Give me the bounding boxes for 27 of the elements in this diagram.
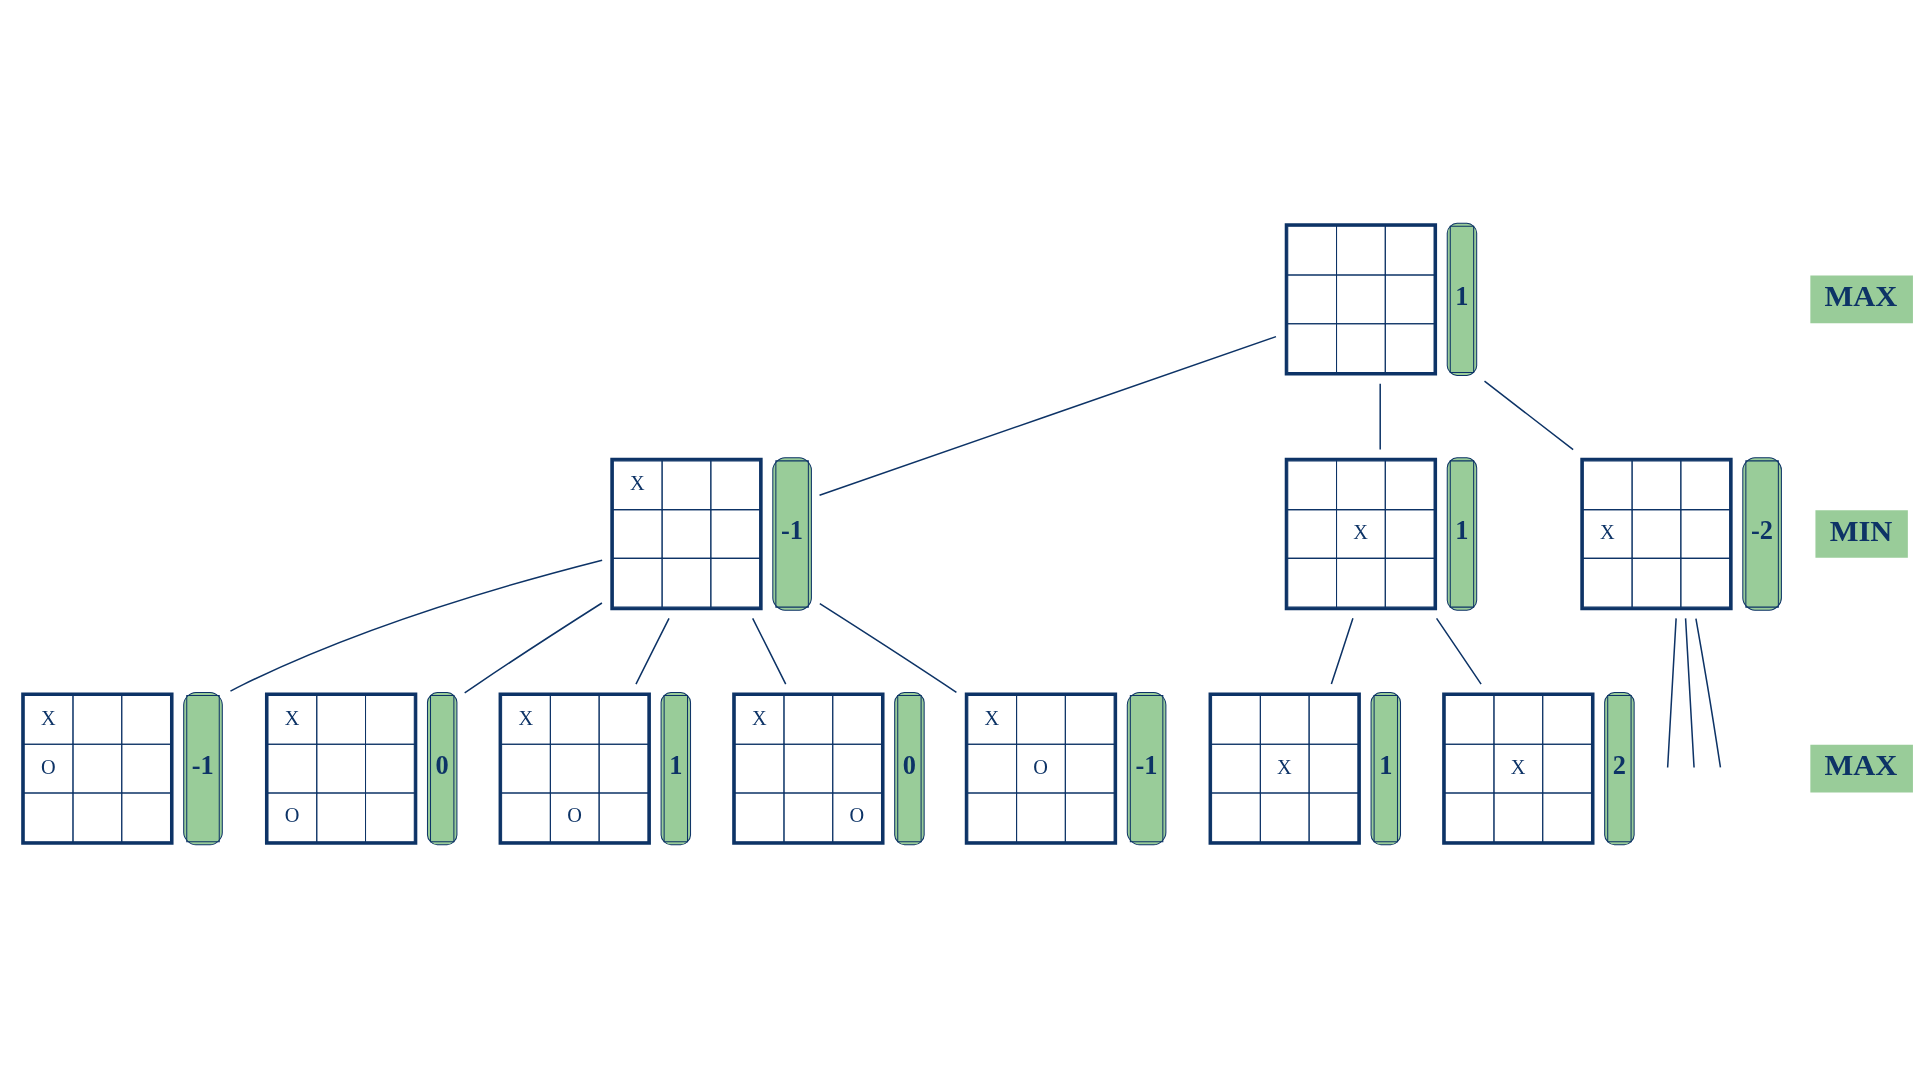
node-label: 2 bbox=[1612, 749, 1626, 780]
node-label: 1 bbox=[1454, 280, 1469, 311]
connector bbox=[751, 617, 786, 685]
connector bbox=[1330, 617, 1354, 685]
node-label: -1 bbox=[1134, 749, 1157, 780]
node-label: 1 bbox=[1378, 749, 1392, 780]
connector bbox=[1435, 617, 1482, 685]
connector bbox=[818, 602, 957, 693]
node-label: -2 bbox=[1750, 514, 1773, 545]
node-label: 1 bbox=[1454, 514, 1469, 545]
connector bbox=[1378, 382, 1381, 450]
node-label: 1 bbox=[668, 749, 682, 780]
connector bbox=[634, 617, 670, 685]
node-label: -1 bbox=[780, 514, 803, 545]
connector bbox=[1666, 617, 1677, 768]
node-label: 0 bbox=[435, 749, 449, 780]
connector bbox=[229, 558, 603, 692]
label: MAX bbox=[1824, 278, 1897, 313]
node-label: -1 bbox=[191, 749, 214, 780]
connector bbox=[1483, 379, 1574, 450]
label: MIN bbox=[1829, 513, 1892, 548]
connector bbox=[1684, 617, 1695, 768]
label: MAX bbox=[1824, 747, 1897, 782]
connector bbox=[818, 335, 1277, 496]
node-label: 0 bbox=[902, 749, 916, 780]
connector bbox=[1694, 617, 1721, 768]
connector bbox=[463, 601, 603, 694]
